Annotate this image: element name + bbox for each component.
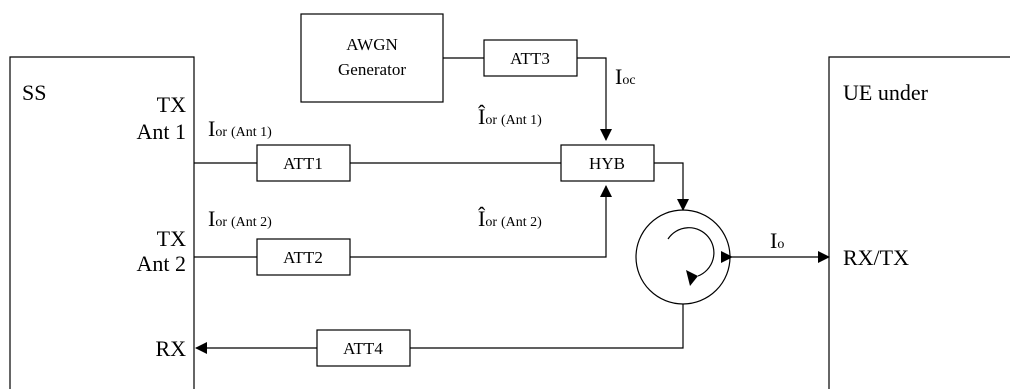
att4-box [316,329,411,367]
awgn-label-line2: Generator [338,60,406,79]
ior-hat-ant1-label: Îor(Ant 1) [478,104,542,129]
circulator-to-att4-line [410,304,684,349]
hyb-box [560,144,655,182]
tx-ant1-label-line1: TX [157,92,186,117]
ant2-to-hyb-arrow [350,185,612,258]
ioc-label: Ioc [615,64,636,89]
circulator-rotation-arc [667,227,715,277]
tx-ant2-label-line1: TX [157,226,186,251]
ss-label: SS [22,80,46,105]
hyb-to-circulator-arrow [654,162,689,211]
ue-label: UE under [843,80,929,105]
ior-hat-ant2-label: Îor(Ant 2) [478,206,542,231]
ior-ant1-label: Ior(Ant 1) [208,116,272,141]
att2-label: ATT2 [283,248,323,267]
tx-ant2-label-line2: Ant 2 [137,251,187,276]
hyb-label: HYB [589,154,625,173]
awgn-label-line1: AWGN [346,35,398,54]
awgn-generator-box [300,13,444,103]
io-label: Io [770,228,784,253]
ss-block [9,56,195,389]
ioc-arrow [577,57,612,141]
rx-label: RX [155,336,186,361]
att3-label: ATT3 [510,49,550,68]
att1-label: ATT1 [283,154,323,173]
circulator [635,209,731,305]
tx-ant1-label-line2: Ant 1 [137,119,187,144]
att1-box [256,144,351,182]
circulator-arrowhead [686,270,698,286]
ue-block [828,56,1010,389]
att4-label: ATT4 [343,339,383,358]
ue-rxtx-label: RX/TX [843,245,909,270]
ior-ant2-label: Ior(Ant 2) [208,206,272,231]
